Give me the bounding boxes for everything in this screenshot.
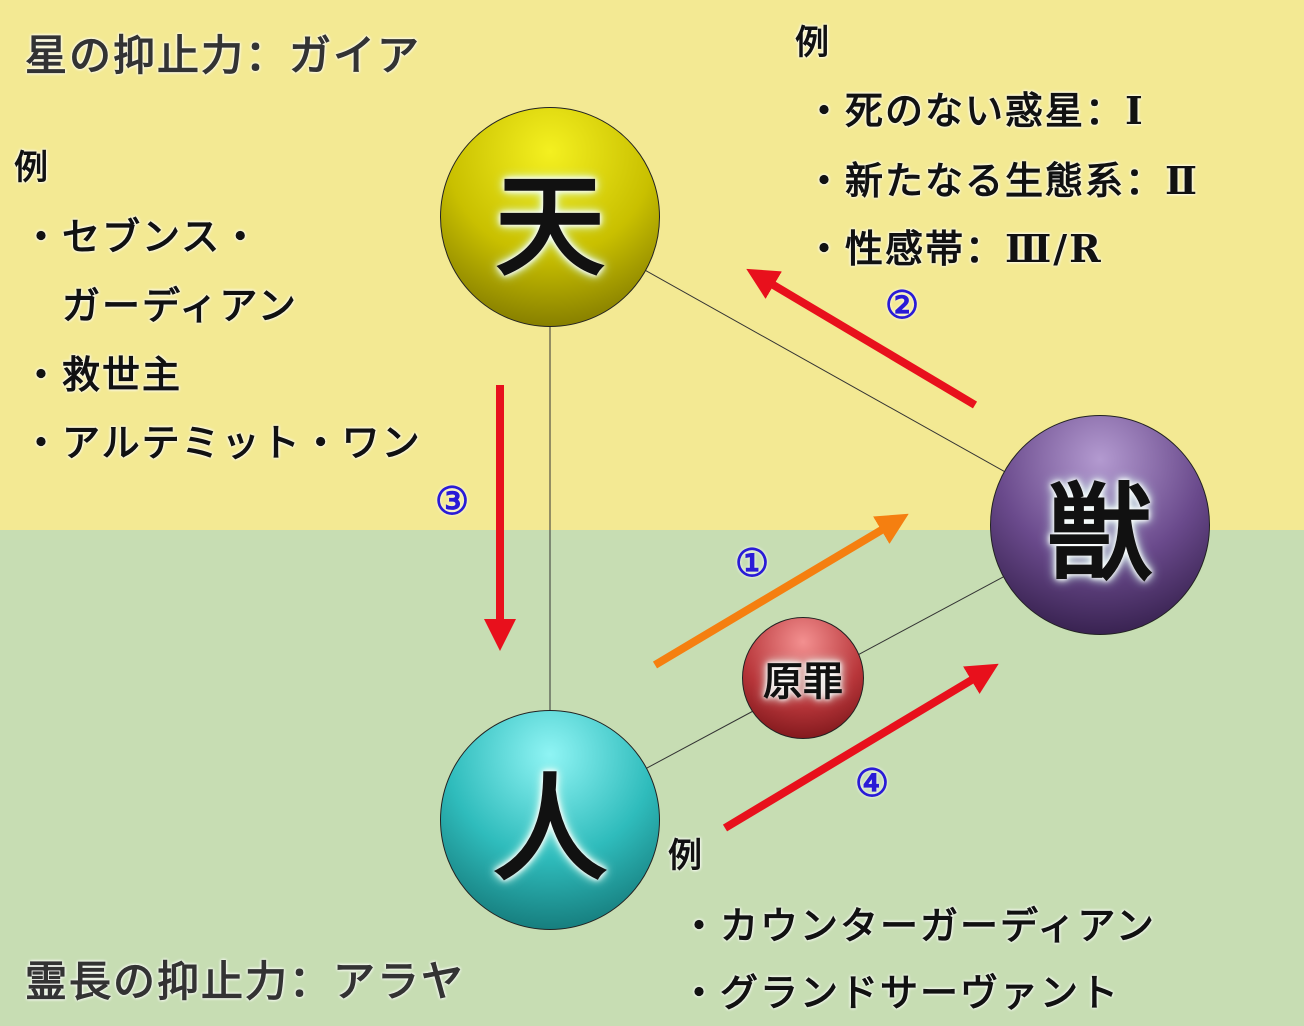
node-original-sin: 原罪 — [742, 617, 864, 739]
right-example-item: ・性感帯：Ⅲ/R — [805, 226, 1103, 271]
left-example-item: ガーディアン — [22, 283, 298, 328]
node-human-label: 人 — [492, 762, 608, 897]
arrow-label-3: ③ — [435, 478, 470, 523]
left-example-item: ・救世主 — [22, 352, 183, 397]
node-heaven-label: 天 — [495, 162, 605, 291]
right-examples-header: 例 — [795, 23, 829, 63]
node-heaven: 天 — [440, 107, 660, 327]
bottom-example-item: ・カウンターガーディアン — [680, 903, 1156, 948]
right-example-item: ・新たなる生態系：Ⅱ — [805, 158, 1200, 203]
node-human: 人 — [440, 710, 660, 930]
left-example-item: ・セブンス・ — [22, 214, 262, 259]
arrow-4 — [722, 663, 999, 832]
right-example-item: ・死のない惑星：Ⅰ — [805, 88, 1145, 133]
bottom-example-item: ・グランドサーヴァント — [680, 970, 1121, 1015]
alaya-title: 霊長の抑止力：アラヤ — [25, 957, 466, 1006]
node-sin-label: 原罪 — [763, 658, 843, 705]
node-beast: 獣 — [990, 415, 1210, 635]
node-beast-label: 獣 — [1047, 471, 1153, 595]
left-examples-header: 例 — [14, 148, 48, 188]
arrow-1 — [652, 513, 909, 669]
arrow-label-1: ① — [735, 540, 770, 585]
arrow-label-4: ④ — [855, 760, 890, 805]
arrow-label-2: ② — [885, 282, 920, 327]
arrow-2 — [746, 268, 978, 409]
bottom-examples-header: 例 — [668, 836, 702, 876]
gaia-title: 星の抑止力：ガイア — [25, 31, 422, 80]
left-example-item: ・アルテミット・ワン — [22, 420, 422, 465]
